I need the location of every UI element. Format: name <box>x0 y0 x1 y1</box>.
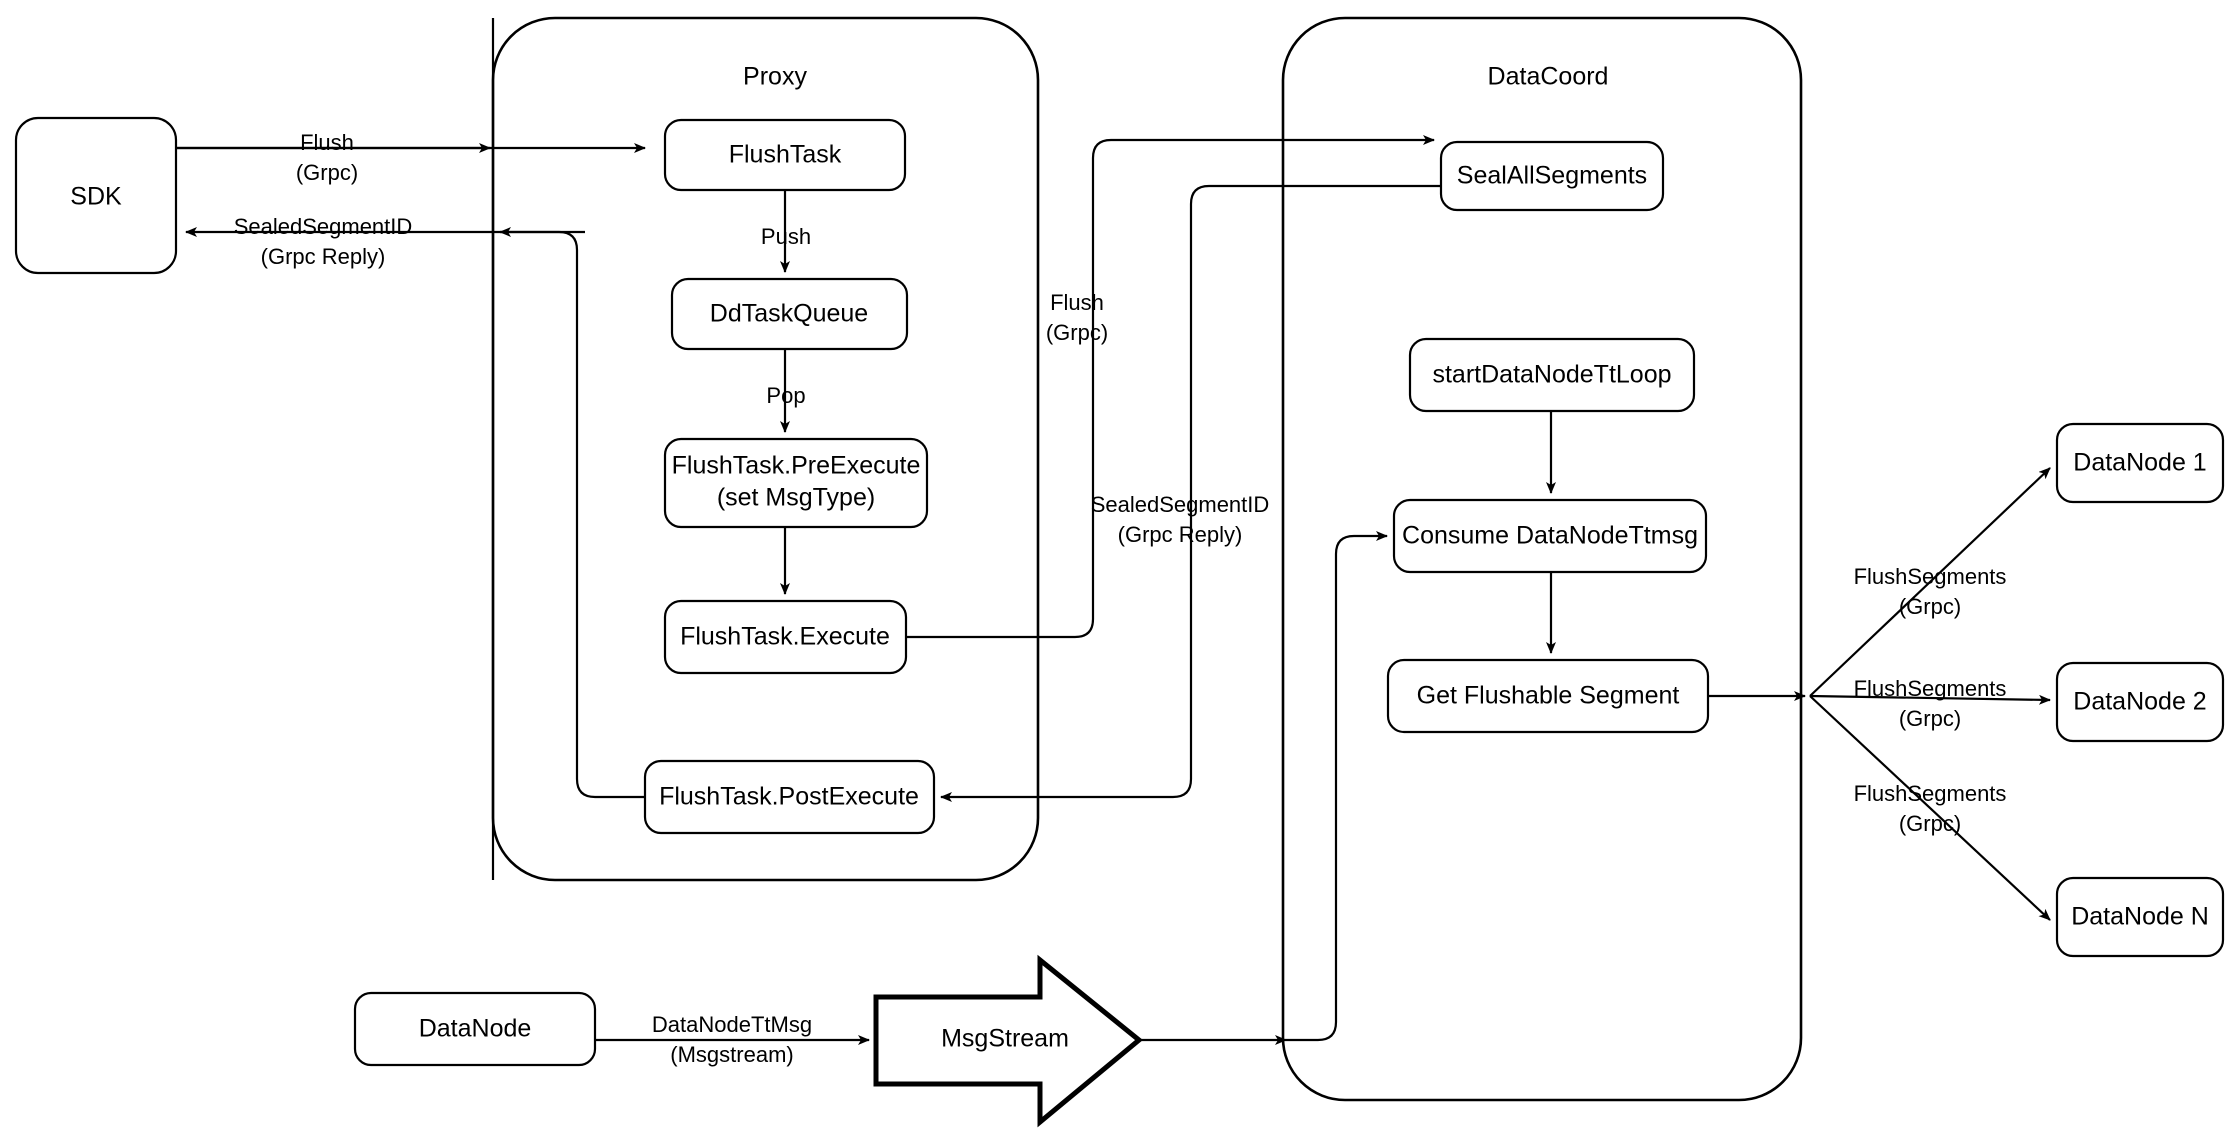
edgelabel-pop: Pop <box>766 383 805 408</box>
label-datanode-source: DataNode <box>419 1015 532 1043</box>
edge-postexecute-to-reply <box>499 227 645 799</box>
datacoord-container-label: DataCoord <box>1488 63 1609 91</box>
node-flushtask-preexecute[interactable] <box>663 437 929 529</box>
edgelabel-flushsegments-2-line1: FlushSegments <box>1854 676 2007 701</box>
proxy-container-label: Proxy <box>743 63 807 91</box>
label-datanode-n: DataNode N <box>2071 903 2209 931</box>
node-sealallsegments[interactable] <box>1439 140 1665 212</box>
label-msgstream: MsgStream <box>941 1025 1069 1053</box>
label-get-flushable-segment: Get Flushable Segment <box>1417 682 1680 710</box>
edge-datacoord-to-consume <box>1286 531 1388 1042</box>
edgelabel-sealed-reply-line1: SealedSegmentID <box>234 214 413 239</box>
edge-junction-to-datanode-1 <box>1809 467 2051 697</box>
label-ddtaskqueue: DdTaskQueue <box>710 300 868 328</box>
node-datanode-2[interactable] <box>2055 661 2225 743</box>
edgelabel-flush-grpc-mid-line1: Flush <box>1050 290 1104 315</box>
edgelabel-flushsegments-2-line2: (Grpc) <box>1899 706 1961 731</box>
node-datanode-1[interactable] <box>2055 422 2225 504</box>
node-ddtaskqueue[interactable] <box>670 277 909 351</box>
edgelabel-sealed-reply-line2: (Grpc Reply) <box>261 244 386 269</box>
label-flushtask-execute: FlushTask.Execute <box>680 623 890 651</box>
edgelabel-flushsegments-n-line2: (Grpc) <box>1899 811 1961 836</box>
label-sealallsegments: SealAllSegments <box>1457 162 1647 190</box>
label-flushtask-preexecute-line2: (set MsgType) <box>717 484 875 512</box>
edgelabel-flushsegments-1-line2: (Grpc) <box>1899 594 1961 619</box>
edgelabel-push: Push <box>761 224 811 249</box>
node-datanode-source[interactable] <box>353 991 597 1067</box>
edgelabel-sealed-reply-mid-line2: (Grpc Reply) <box>1118 522 1243 547</box>
edge-junction-to-datanode-n <box>1809 695 2051 921</box>
node-sdk[interactable] <box>14 116 178 275</box>
label-flushtask-preexecute-line1: FlushTask.PreExecute <box>672 452 921 480</box>
label-sdk: SDK <box>70 183 122 211</box>
edgelabel-datanodettmsg-line2: (Msgstream) <box>670 1042 793 1067</box>
edge-junction-to-datanode-2 <box>1809 694 2051 705</box>
edge-execute-to-sealallsegments <box>906 135 1435 639</box>
edgelabel-flushsegments-n-line1: FlushSegments <box>1854 781 2007 806</box>
edgelabel-flushsegments-1-line1: FlushSegments <box>1854 564 2007 589</box>
edgelabel-sealed-reply-mid-line1: SealedSegmentID <box>1091 492 1270 517</box>
label-startdatanodettloop: startDataNodeTtLoop <box>1432 361 1671 389</box>
edgelabel-flush-grpc-mid-line2: (Grpc) <box>1046 320 1108 345</box>
edgelabel-datanodettmsg-line1: DataNodeTtMsg <box>652 1012 812 1037</box>
label-consume-datanodettmsg: Consume DataNodeTtmsg <box>1402 522 1698 550</box>
label-flushtask-postexecute: FlushTask.PostExecute <box>659 783 919 811</box>
edgelabel-flush-grpc-line1: Flush <box>300 130 354 155</box>
edgelabel-flush-grpc-line2: (Grpc) <box>296 160 358 185</box>
label-datanode-2: DataNode 2 <box>2073 688 2206 716</box>
edge-sealallsegments-to-postexecute <box>940 184 1441 802</box>
node-datanode-n[interactable] <box>2055 876 2225 958</box>
node-msgstream-arrow[interactable] <box>873 954 1143 1128</box>
label-flushtask: FlushTask <box>729 141 842 169</box>
datacoord-container <box>1281 16 1803 1102</box>
label-datanode-1: DataNode 1 <box>2073 449 2206 477</box>
